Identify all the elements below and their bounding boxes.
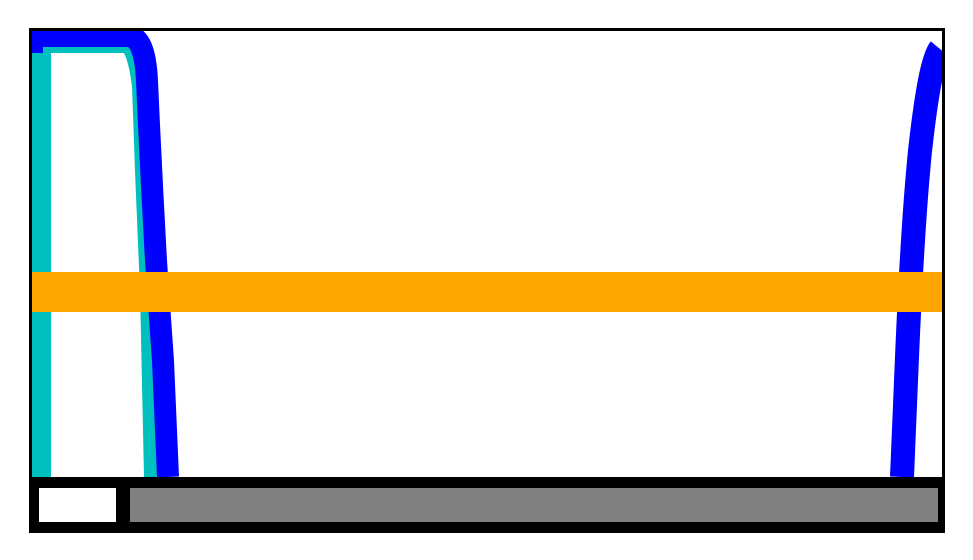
app-window [29,28,945,533]
blue-curve-left [32,31,179,477]
bottom-left-box[interactable] [39,488,116,522]
orange-horizontal-band [32,272,942,312]
horizontal-scroll-track[interactable] [130,488,938,522]
bottom-bar [32,477,942,530]
blue-curve-right [890,41,942,477]
plot-svg [32,31,942,477]
plot-canvas[interactable] [32,31,942,477]
